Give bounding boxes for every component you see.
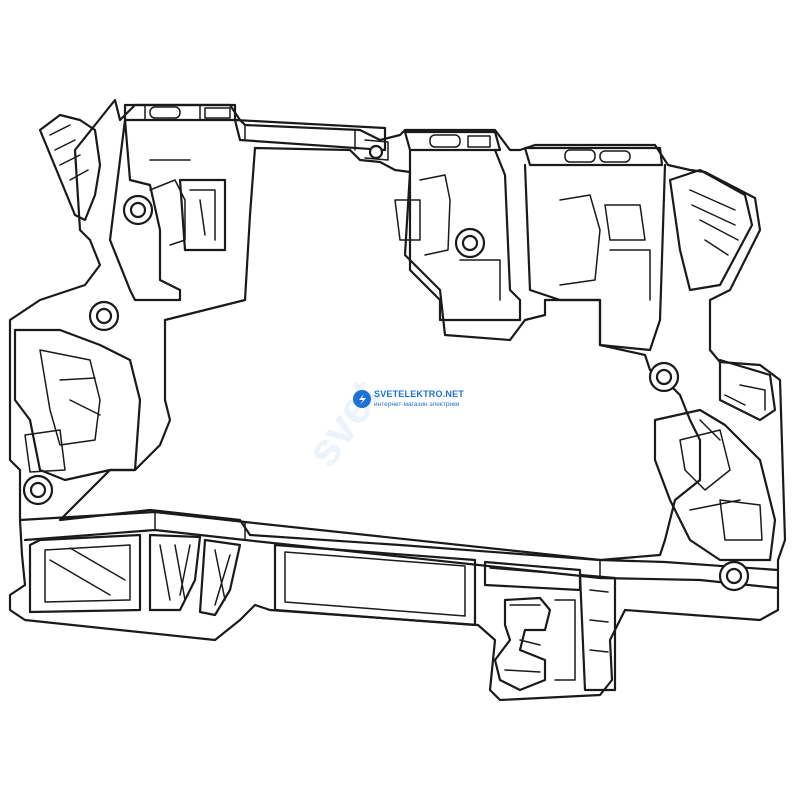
top-left-clamp: [38, 103, 237, 302]
watermark: SVETELEKTRO.NET интернет-магазин электри…: [352, 386, 492, 426]
top-bridge: [233, 118, 389, 161]
right-side-clamp: [648, 358, 777, 592]
top-right-clamp: [523, 146, 754, 352]
watermark-tagline: интернет-магазин электрики: [374, 401, 460, 408]
din-rail-foot: [28, 533, 617, 692]
top-center-clamp: [394, 130, 522, 322]
svetelektro-logo-icon: [353, 390, 371, 408]
watermark-brand: SVETELEKTRO.NET: [374, 389, 465, 399]
left-side-clamp: [13, 300, 142, 506]
